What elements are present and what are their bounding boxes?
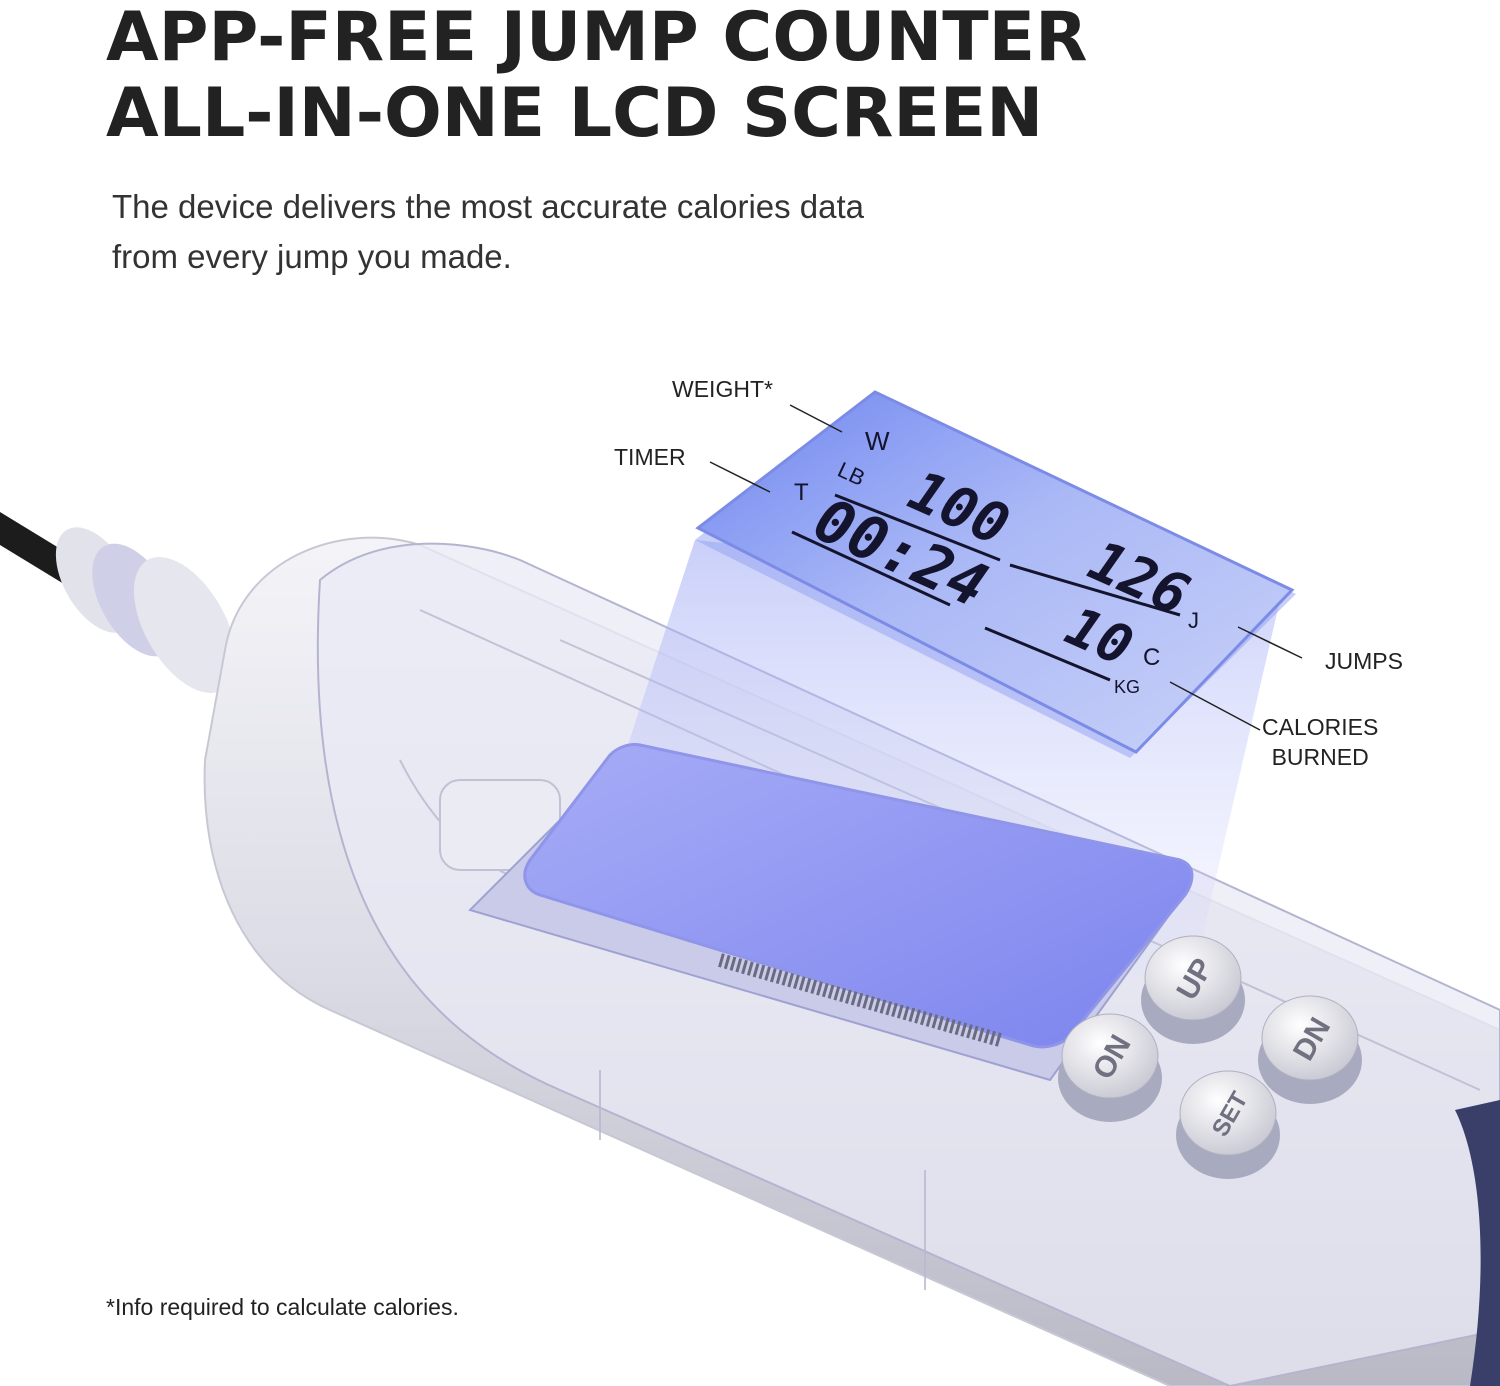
- callout-timer: TIMER: [614, 444, 686, 470]
- callout-calories-line-2: BURNED: [1271, 744, 1369, 770]
- callout-leader-lines: [709, 404, 1303, 731]
- callout-jumps: JUMPS: [1325, 648, 1403, 674]
- lcd-timer-letter: T: [794, 479, 809, 506]
- title-line-1: APP-FREE JUMP COUNTER: [106, 0, 1088, 77]
- handle-end-cap: [55, 527, 237, 693]
- button-up[interactable]: UP: [1141, 935, 1245, 1044]
- inner-lcd-module: [468, 743, 1194, 1082]
- page-title: APP-FREE JUMP COUNTER ALL-IN-ONE LCD SCR…: [106, 0, 1087, 152]
- button-on[interactable]: ON: [1058, 1013, 1162, 1122]
- button-set[interactable]: SET: [1176, 1070, 1280, 1179]
- lcd-calories-unit-kg: KG: [1114, 677, 1140, 697]
- description-line-2: from every jump you made.: [112, 238, 512, 275]
- footnote: *Info required to calculate calories.: [106, 1294, 459, 1320]
- title-line-2: ALL-IN-ONE LCD SCREEN: [106, 74, 1044, 153]
- callout-calories-line-1: CALORIES: [1262, 714, 1379, 740]
- lcd-jumps-unit: J: [1188, 608, 1199, 633]
- lcd-display: W LB 100 T 00:24 126 J 10 C KG: [695, 390, 1296, 758]
- handle-far-end: [1455, 1100, 1500, 1386]
- callout-weight: WEIGHT*: [672, 376, 773, 402]
- button-down[interactable]: DN: [1258, 995, 1362, 1104]
- lcd-weight-letter: W: [865, 426, 890, 456]
- lcd-calories-unit: C: [1143, 644, 1160, 671]
- description-line-1: The device delivers the most accurate ca…: [112, 188, 865, 225]
- callout-calories: CALORIES BURNED: [1262, 712, 1378, 772]
- description: The device delivers the most accurate ca…: [112, 182, 972, 282]
